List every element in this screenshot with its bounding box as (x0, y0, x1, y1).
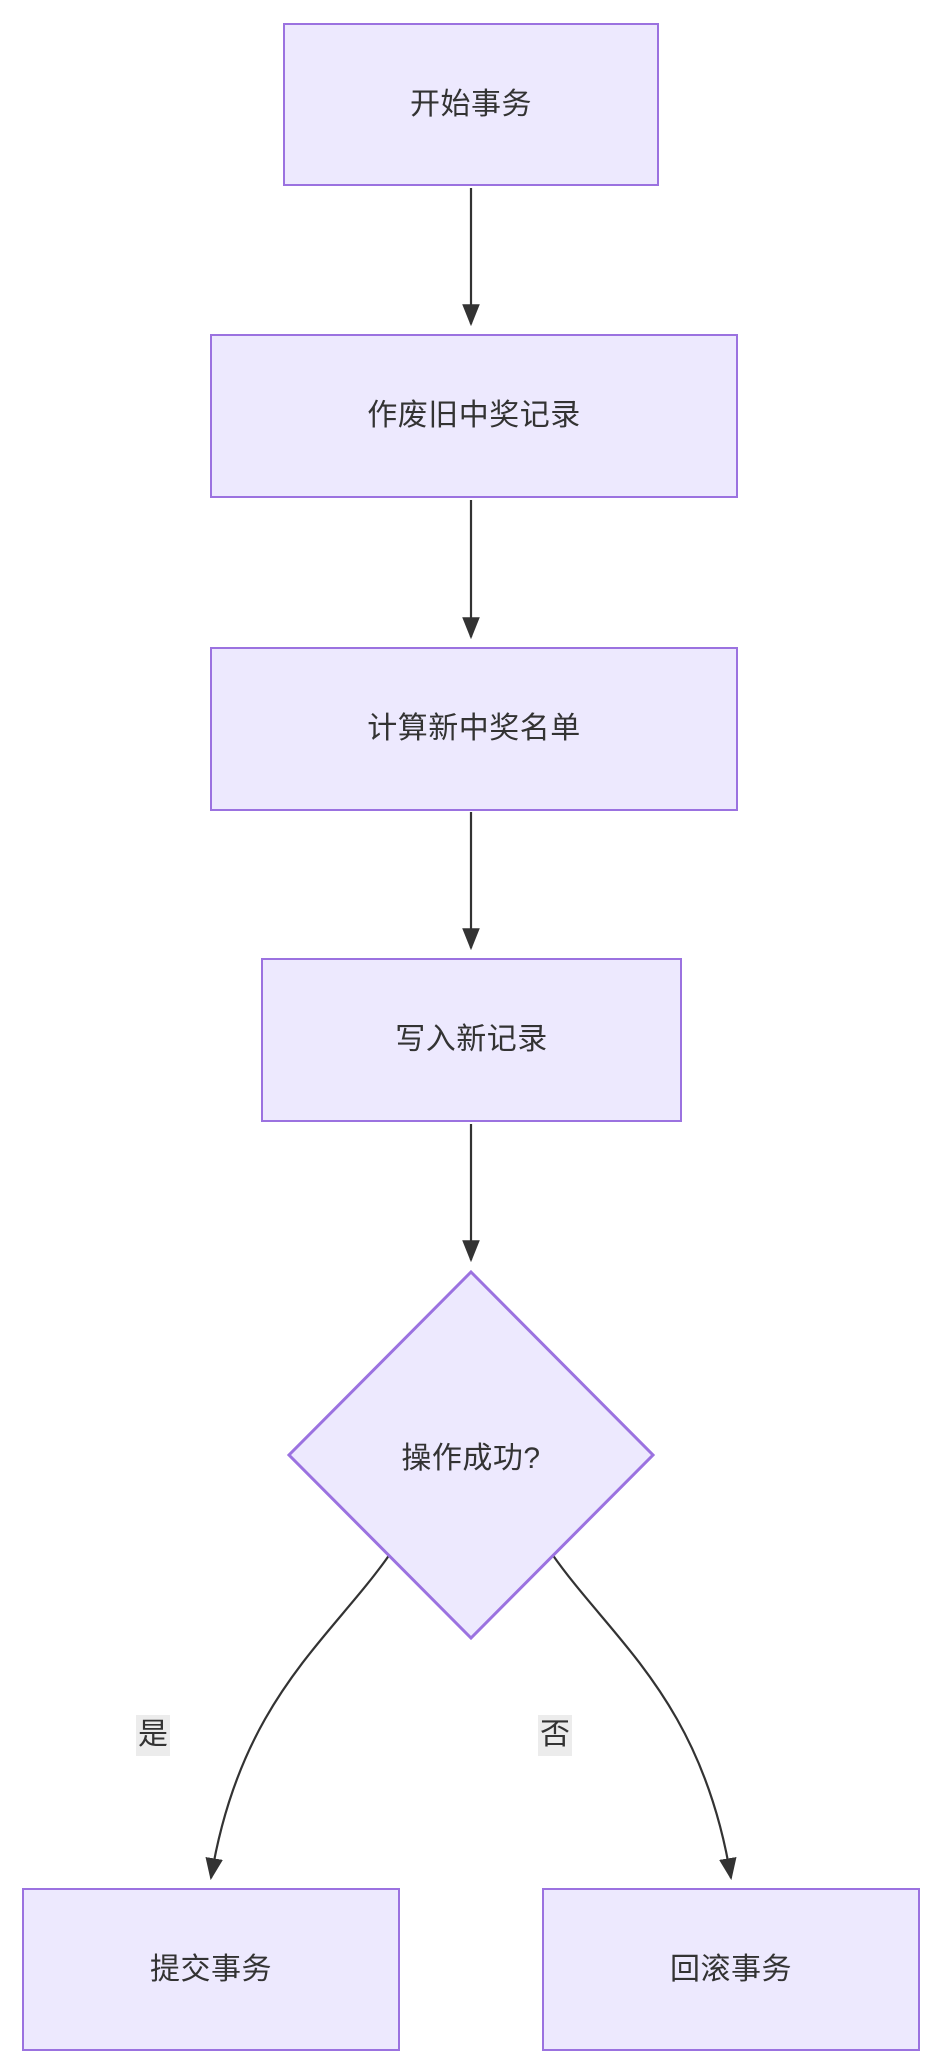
node-start[interactable]: 开始事务 (283, 23, 659, 186)
diamond-shape (287, 1270, 655, 1640)
node-write-new-records[interactable]: 写入新记录 (261, 958, 682, 1122)
edge-check-to-commit (205, 1553, 391, 1881)
edge-label-no: 否 (538, 1715, 572, 1756)
node-void-old-records-label: 作废旧中奖记录 (367, 399, 581, 432)
node-start-label: 开始事务 (410, 87, 532, 121)
node-check-success-label: 操作成功? (401, 1442, 541, 1475)
node-calc-new-list[interactable]: 计算新中奖名单 (210, 647, 738, 811)
node-void-old-records[interactable]: 作废旧中奖记录 (210, 334, 738, 498)
node-commit-label: 提交事务 (150, 1952, 272, 1986)
node-rollback-label: 回滚事务 (670, 1952, 792, 1986)
node-rollback[interactable]: 回滚事务 (542, 1888, 920, 2051)
node-commit[interactable]: 提交事务 (22, 1888, 400, 2051)
edge-check-to-rollback (551, 1553, 737, 1881)
node-calc-new-list-label: 计算新中奖名单 (367, 712, 581, 745)
node-write-new-records-label: 写入新记录 (395, 1023, 548, 1056)
edge-label-yes: 是 (136, 1715, 170, 1756)
node-check-success[interactable]: 操作成功? (287, 1270, 655, 1640)
